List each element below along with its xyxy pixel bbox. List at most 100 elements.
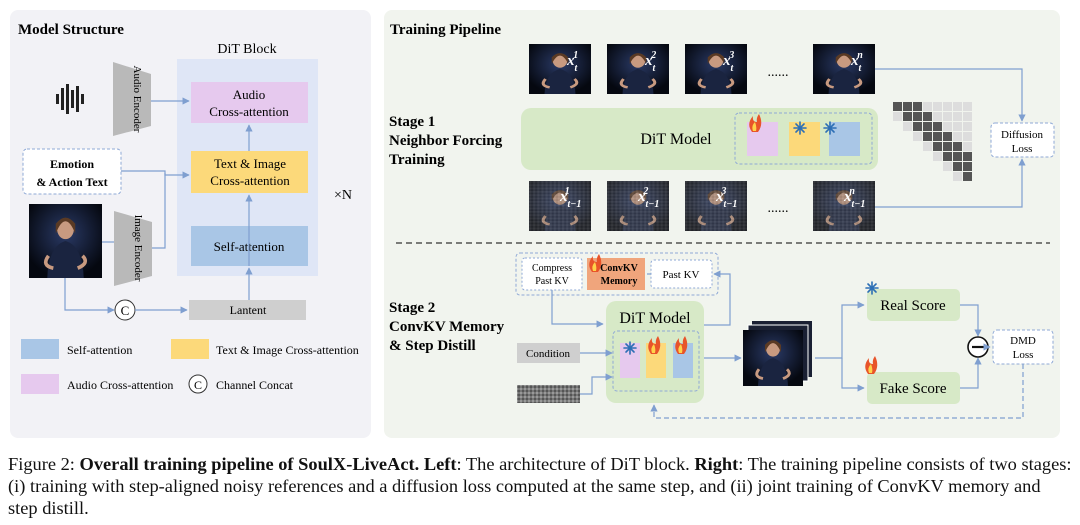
mask-cell: [953, 152, 962, 161]
mask-cell: [943, 162, 952, 171]
mask-cell: [953, 142, 962, 151]
frame-top-n-label: xtn: [850, 50, 863, 74]
audio-waveform-icon: [56, 84, 84, 114]
figure-caption: Figure 2: Overall training pipeline of S…: [8, 453, 1074, 519]
legend-concat-label: Channel Concat: [216, 378, 294, 392]
mask-cell: [943, 112, 952, 121]
legend-self-attention-label: Self-attention: [67, 343, 132, 357]
mask-cell: [953, 172, 962, 181]
stage1-snowflake-icon-1: [793, 121, 807, 135]
text-image-cross-attention-line2: Cross-attention: [210, 173, 290, 188]
mask-cell: [903, 122, 912, 131]
legend-concat-circle: [188, 374, 208, 394]
convkv-memory-line1: ConvKV: [600, 263, 639, 274]
stage1-fire-icon: [749, 114, 762, 132]
image-encoder-arrow: [152, 173, 166, 249]
bottom-frames: [529, 181, 875, 231]
legend-text-image-label: Text & Image Cross-attention: [216, 343, 359, 357]
reference-image: [29, 204, 102, 278]
stage2-line2: ConvKV Memory: [389, 319, 505, 335]
mask-cell: [933, 132, 942, 141]
mask-cell: [963, 162, 972, 171]
stage2-dit-label: DiT Model: [619, 310, 691, 327]
legend-self-attention-swatch: [21, 339, 59, 359]
stage1-dit-model: [521, 108, 878, 170]
memory-to-dit-arrow: [551, 290, 604, 328]
mask-cell: [933, 152, 942, 161]
top-frames-to-loss-arrow: [875, 68, 1026, 122]
concat-symbol: C: [121, 303, 130, 318]
mask-cell: [923, 132, 932, 141]
mask-cell: [933, 102, 942, 111]
audio-cross-attention-line2: Cross-attention: [209, 104, 289, 119]
stage2-audio-block: [620, 343, 640, 378]
mask-cell: [933, 122, 942, 131]
diffusion-loss-box: [990, 122, 1055, 158]
past-kv-label: Past KV: [663, 269, 700, 281]
emotion-line1: Emotion: [50, 157, 94, 171]
frame-top-3-label: xt3: [722, 50, 735, 74]
frame-bottom-3-label: xt−13: [715, 186, 737, 210]
audio-cross-attention-block: [191, 82, 308, 123]
bottom-frames-to-loss-arrow: [875, 158, 1026, 208]
latent-label: Lantent: [230, 303, 267, 317]
frame-top-n: [813, 44, 875, 94]
convkv-fire-icon: [589, 254, 602, 272]
mask-cell: [943, 152, 952, 161]
caption-bold-right: Right: [694, 454, 739, 474]
frame-bottom-2-label: xt−12: [637, 186, 659, 210]
output-to-real-score-arrow: [815, 301, 865, 359]
training-pipeline-title: Training Pipeline: [390, 22, 501, 38]
frame-top-2-label: xt2: [644, 50, 657, 74]
stage1-line1: Stage 1: [389, 114, 435, 130]
stage2-fire-icon-2: [675, 336, 688, 354]
real-score-snowflake-icon: [865, 281, 879, 295]
frame-top-1-label: xt1: [566, 50, 579, 74]
mask-cell: [963, 142, 972, 151]
caption-right-text: : The training pipeline consists of two …: [8, 454, 1072, 518]
mask-cell: [953, 112, 962, 121]
legend-audio-label: Audio Cross-attention: [67, 378, 173, 392]
mask-cell: [903, 112, 912, 121]
compress-past-kv-line1: Compress: [532, 263, 572, 274]
model-structure-title: Model Structure: [18, 22, 124, 38]
fake-score-box: [867, 372, 960, 404]
attention-mask-matrix: [893, 102, 972, 181]
caption-left-text: : The architecture of DiT block.: [456, 454, 695, 474]
stage2-attention-group: [612, 330, 700, 392]
mask-cell: [943, 122, 952, 131]
frame-bottom-3: [685, 181, 747, 231]
stage1-line2: Neighbor Forcing: [389, 133, 503, 149]
mask-cell: [893, 112, 902, 121]
stage2-line3: & Step Distill: [389, 338, 476, 354]
mask-cell: [943, 142, 952, 151]
emotion-line2: & Action Text: [36, 175, 107, 189]
image-encoder-shape: [114, 211, 152, 286]
figure-diagram: Model Structure DiT Block ×N Audio Cross…: [10, 10, 1060, 438]
condition-label: Condition: [526, 348, 571, 360]
mask-cell: [913, 102, 922, 111]
image-to-concat-arrow: [64, 278, 115, 314]
diffusion-loss-line1: Diffusion: [1001, 129, 1043, 141]
legend-audio-swatch: [21, 374, 59, 394]
condition-box: [517, 343, 580, 363]
mask-cell: [943, 102, 952, 111]
frame-bottom-2: [607, 181, 669, 231]
stage2-fire-icon-1: [648, 336, 661, 354]
stage1-line3: Training: [389, 152, 445, 168]
stage2-line1: Stage 2: [389, 300, 435, 316]
stage1-self-block: [829, 122, 860, 156]
mask-cell: [963, 152, 972, 161]
mask-cell: [953, 102, 962, 111]
mask-cell: [953, 132, 962, 141]
ellipsis-top: ......: [768, 65, 789, 80]
stage1-snowflake-icon-2: [823, 121, 837, 135]
caption-bold-left: Left: [423, 454, 457, 474]
mask-cell: [893, 102, 902, 111]
mask-cell: [903, 102, 912, 111]
real-to-minus-arrow: [960, 304, 982, 337]
fake-to-minus-arrow: [960, 357, 982, 389]
noise-input: [517, 385, 580, 403]
stage1-text-block: [789, 122, 820, 156]
mask-cell: [953, 162, 962, 171]
